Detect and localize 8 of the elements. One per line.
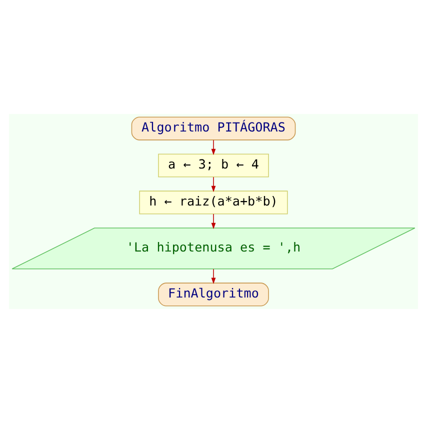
node-box: FinAlgoritmo — [158, 282, 269, 306]
arrow — [211, 139, 216, 155]
arrow — [211, 176, 216, 192]
node-box: h ← raiz(a*a+b*b) — [139, 190, 288, 214]
arrow — [211, 268, 216, 284]
node-box: Algoritmo PITÁGORAS — [131, 116, 296, 140]
node-box: a ← 3; b ← 4 — [158, 153, 269, 177]
arrow — [211, 213, 216, 229]
